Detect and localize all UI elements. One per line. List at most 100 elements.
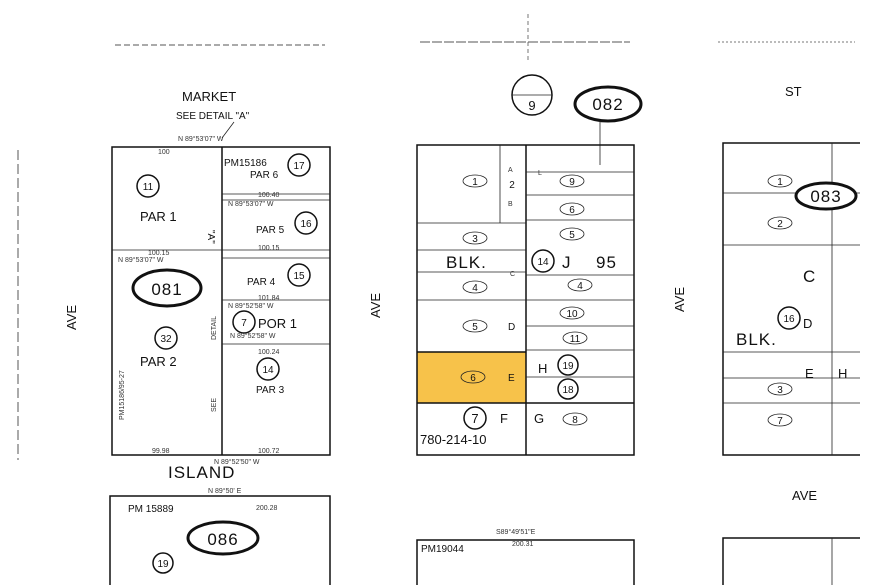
bearing-label: N 89°50' E (208, 487, 242, 495)
parcel-num: 17 (293, 161, 305, 172)
pm-label: PM15186 (224, 158, 267, 169)
lot-num: 10 (566, 309, 578, 320)
lot-num: 11 (570, 334, 581, 345)
dim-label: 200.31 (512, 541, 534, 548)
lot-letter: H (538, 361, 547, 376)
bottom-left-block: PM 15889 N 89°50' E 200.28 086 19 (109, 487, 331, 585)
center-block: 1 2 3 4 5 6 7 9 6 5 4 10 11 19 18 8 BLK.… (416, 144, 635, 456)
street-ave-middle: AVE (368, 293, 383, 318)
parcel-num: 15 (293, 271, 305, 282)
pm-label: PM19044 (421, 544, 464, 555)
book-page-number: 082 (592, 95, 623, 114)
parcel-label: PAR 2 (140, 354, 177, 369)
book-page-086: 086 (207, 530, 238, 549)
detail-label: DETAIL (211, 316, 218, 340)
lot-letter: F (500, 411, 508, 426)
lot-letter: L (538, 170, 542, 177)
dim-label: 99.98 (152, 448, 170, 455)
parcel-num: 19 (157, 559, 169, 570)
right-parcel: 16 (783, 314, 795, 325)
dim-label: 100.40 (258, 192, 280, 199)
lot-num: 19 (562, 361, 574, 372)
lot-num: 4 (472, 283, 478, 294)
right-letter-h: H (838, 366, 847, 381)
bottom-right-block (722, 537, 860, 585)
dim-label: 100.15 (148, 250, 170, 257)
lot-num: 7 (777, 416, 783, 427)
right-letter-d: D (803, 316, 812, 331)
map-sheet-circle: 9 (511, 74, 553, 116)
street-market: MARKET (182, 89, 236, 104)
lot-num: 1 (472, 177, 478, 188)
block-letter: J (562, 253, 572, 272)
lot-num: 1 (777, 177, 783, 188)
lot-letter: C (510, 271, 515, 278)
bottom-center-block: PM19044 S89°49'51"E 200.31 (416, 528, 635, 585)
dim-label: 200.28 (256, 505, 278, 512)
book-page-081: 081 (131, 268, 203, 308)
parcel-num: 7 (241, 318, 247, 329)
lot-num: 5 (569, 230, 575, 241)
dim-label: 100.72 (258, 448, 280, 455)
street-island: ISLAND (168, 463, 235, 482)
lot-num: 2 (777, 219, 783, 230)
parcel-label: PAR 1 (140, 209, 177, 224)
book-page-083: 083 (810, 187, 841, 206)
highlighted-lot (417, 352, 526, 403)
lot-letter: D (508, 322, 515, 333)
bearing-label: S89°49'51"E (496, 528, 536, 536)
top-guide-lines (17, 14, 855, 460)
lot-letter: E (508, 373, 515, 384)
block-parcel: 14 (537, 257, 549, 268)
lot-num: 3 (472, 234, 478, 245)
bearing-label: N 89°53'07" W (178, 135, 224, 143)
lot-num: 3 (777, 385, 783, 396)
bearing-label: N 89°53'07" W (228, 200, 274, 208)
lot-num: 18 (562, 385, 574, 396)
right-block-label: BLK. (736, 330, 777, 349)
left-block: 11 17 16 15 7 32 14 PAR 1 PAR 6 PAR 5 PA… (111, 135, 331, 466)
block-label: BLK. (446, 253, 487, 272)
book-page-number: 081 (151, 280, 182, 299)
market-street: MARKET SEE DETAIL "A" (176, 89, 250, 139)
parcel-label: PAR 6 (250, 170, 279, 181)
lot-num: 6 (470, 373, 476, 384)
dim-label: 100.15 (258, 245, 280, 252)
street-ave-bottom: AVE (792, 488, 817, 503)
right-letter-c: C (803, 267, 816, 286)
dim-label: 100 (158, 149, 170, 156)
lot-num: 6 (569, 205, 575, 216)
parcel-num: 32 (160, 334, 172, 345)
parcel-label: PAR 5 (256, 225, 285, 236)
bearing-label: N 89°52'58" W (230, 332, 276, 340)
lot-letter: B (508, 201, 513, 208)
bearing-label: N 89°52'50" W (214, 458, 260, 466)
parcel-num: 16 (300, 219, 312, 230)
parcel-ref: 780-214-10 (420, 432, 487, 447)
parcel-label: PAR 4 (247, 277, 276, 288)
pm-side-label: PM15186/95-27 (119, 370, 126, 420)
lot-num: 2 (509, 180, 515, 191)
lot-num: 4 (577, 281, 583, 292)
parcel-num: 14 (262, 365, 274, 376)
parcel-num: 11 (143, 182, 154, 193)
lot-num: 5 (472, 322, 478, 333)
parcel-label: PAR 3 (256, 385, 285, 396)
bearing-label: N 89°53'07" W (118, 256, 164, 264)
see-detail-label: SEE DETAIL "A" (176, 111, 250, 122)
map-sheet-number: 9 (528, 98, 535, 113)
bearing-label: N 89°52'58" W (228, 302, 274, 310)
lot-letter: G (534, 411, 544, 426)
dim-label: 101.84 (258, 295, 280, 302)
pm-label: PM 15889 (128, 504, 174, 515)
dim-label: 100.24 (258, 349, 280, 356)
parcel-label: POR 1 (258, 316, 297, 331)
right-letter-e: E (805, 366, 814, 381)
block-number: 95 (596, 253, 617, 272)
street-st: ST (785, 84, 802, 99)
street-ave-left: AVE (64, 305, 79, 330)
street-ave-right: AVE (672, 287, 687, 312)
lot-num: 8 (572, 415, 578, 426)
lot-letter: A (508, 167, 513, 174)
